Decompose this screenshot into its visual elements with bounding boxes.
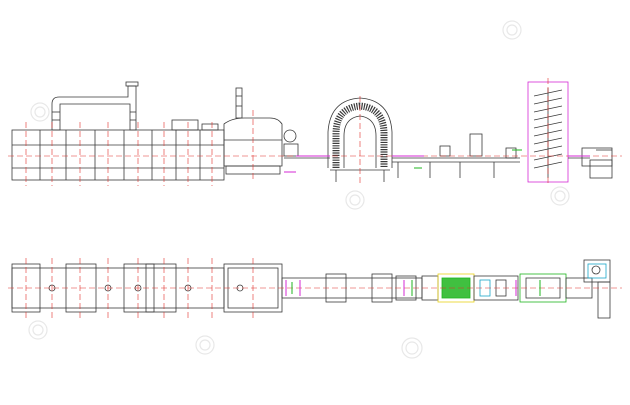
exhaust-duct <box>51 81 139 131</box>
logo-watermark-icon <box>345 190 365 210</box>
logo-watermark-icon <box>195 335 215 355</box>
discharge-section <box>283 129 330 159</box>
logo-watermark-icon <box>28 320 48 340</box>
top-plan-view <box>8 258 622 319</box>
watermark-logos <box>28 20 570 359</box>
plan-accents <box>285 280 517 296</box>
oven-body <box>11 119 225 181</box>
plan-green-accents <box>291 280 541 296</box>
packing-machine <box>568 147 613 179</box>
logo-watermark-icon <box>30 102 50 122</box>
side-elevation-view <box>8 78 622 186</box>
elevation-green-accents <box>414 149 522 169</box>
inspection-table <box>437 273 475 303</box>
plan-centerlines <box>8 258 622 318</box>
logo-watermark-icon <box>502 20 522 40</box>
elevation-accents <box>284 155 590 173</box>
logo-watermark-icon <box>550 186 570 206</box>
elevation-centerlines <box>8 78 622 186</box>
packing-plan <box>565 259 611 319</box>
logo-watermark-icon <box>401 337 423 359</box>
